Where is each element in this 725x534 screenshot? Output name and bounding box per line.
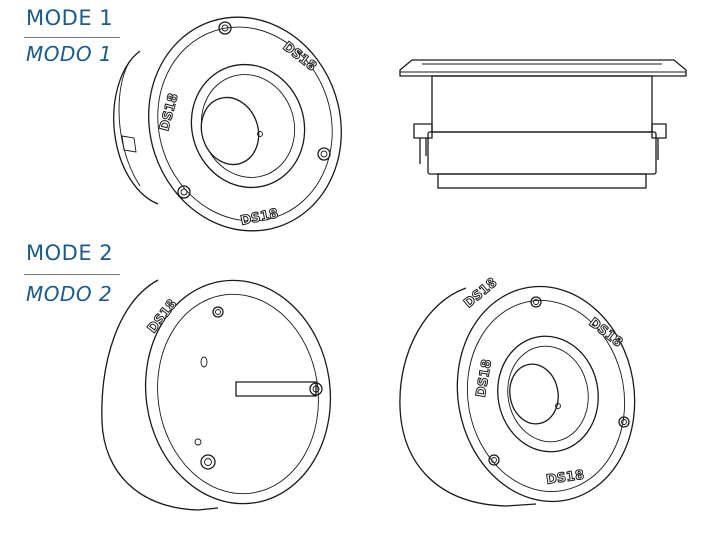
svg-text:DS18: DS18 bbox=[545, 468, 585, 488]
mode-2-subtitle: MODO 2 bbox=[26, 282, 113, 306]
mode-1-side-profile-illustration bbox=[399, 59, 687, 189]
mode-2-divider bbox=[24, 274, 120, 275]
mode-2-installed-cup-illustration: DS18 DS18 DS18 DS18 bbox=[399, 275, 636, 507]
mode-2-mounting-cup-illustration: DS18 bbox=[101, 279, 332, 511]
svg-text:DS18: DS18 bbox=[474, 358, 495, 398]
mode-1-title: MODE 1 bbox=[26, 6, 114, 30]
mode-1-subtitle: MODO 1 bbox=[26, 42, 113, 66]
mode-1-divider bbox=[24, 37, 120, 38]
mode-2-title: MODE 2 bbox=[26, 241, 114, 265]
mode-1-angled-mount-illustration: DS18 DS18 DS18 bbox=[113, 16, 342, 232]
